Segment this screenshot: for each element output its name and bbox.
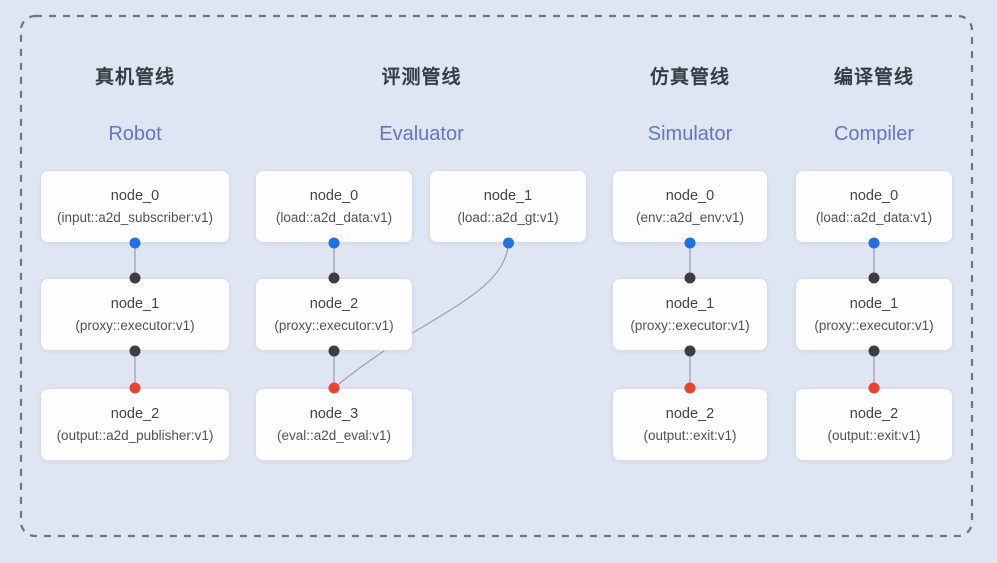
node-box-robot-node-0: node_0 (input::a2d_subscriber:v1) bbox=[40, 170, 230, 243]
node-box-robot-node-2: node_2 (output::a2d_publisher:v1) bbox=[40, 388, 230, 461]
node-box-evaluator-node-2: node_2 (proxy::executor:v1) bbox=[255, 278, 413, 351]
node-type: (output::a2d_publisher:v1) bbox=[56, 427, 214, 443]
node-box-robot-node-1: node_1 (proxy::executor:v1) bbox=[40, 278, 230, 351]
node-box-simulator-node-0: node_0 (env::a2d_env:v1) bbox=[612, 170, 768, 243]
node-title: node_2 bbox=[849, 405, 899, 422]
node-box-compiler-node-0: node_0 (load::a2d_data:v1) bbox=[795, 170, 953, 243]
node-title: node_0 bbox=[309, 187, 359, 204]
node-type: (proxy::executor:v1) bbox=[630, 317, 750, 333]
node-title: node_1 bbox=[849, 295, 899, 312]
node-box-evaluator-node-1: node_1 (load::a2d_gt:v1) bbox=[429, 170, 587, 243]
pipeline-title-cn-simulator: 仿真管线 bbox=[649, 67, 730, 88]
node-type: (load::a2d_data:v1) bbox=[275, 209, 393, 225]
node-box-evaluator-node-0: node_0 (load::a2d_data:v1) bbox=[255, 170, 413, 243]
node-box-simulator-node-2: node_2 (output::exit:v1) bbox=[612, 388, 768, 461]
pipeline-title-en-compiler: Compiler bbox=[833, 123, 915, 145]
node-title: node_2 bbox=[665, 405, 715, 422]
node-title: node_1 bbox=[665, 295, 715, 312]
node-title: node_2 bbox=[309, 295, 359, 312]
node-box-evaluator-node-3: node_3 (eval::a2d_eval:v1) bbox=[255, 388, 413, 461]
pipeline-title-en-evaluator: Evaluator bbox=[379, 123, 464, 145]
node-type: (eval::a2d_eval:v1) bbox=[276, 427, 392, 443]
pipeline-title-cn-compiler: 编译管线 bbox=[833, 67, 914, 88]
pipeline-title-en-simulator: Simulator bbox=[647, 123, 733, 145]
pipeline-title-cn-evaluator: 评测管线 bbox=[381, 67, 462, 88]
node-type: (output::exit:v1) bbox=[827, 427, 921, 443]
node-type: (load::a2d_data:v1) bbox=[815, 209, 933, 225]
node-title: node_3 bbox=[309, 405, 359, 422]
node-title: node_0 bbox=[110, 187, 160, 204]
node-box-compiler-node-1: node_1 (proxy::executor:v1) bbox=[795, 278, 953, 351]
node-type: (load::a2d_gt:v1) bbox=[457, 209, 559, 225]
node-title: node_0 bbox=[665, 187, 715, 204]
pipeline-title-en-robot: Robot bbox=[108, 123, 162, 145]
node-type: (proxy::executor:v1) bbox=[75, 317, 195, 333]
node-title: node_1 bbox=[110, 295, 160, 312]
node-title: node_2 bbox=[110, 405, 160, 422]
node-type: (output::exit:v1) bbox=[643, 427, 737, 443]
pipeline-title-cn-robot: 真机管线 bbox=[94, 67, 175, 88]
node-title: node_1 bbox=[483, 187, 533, 204]
node-type: (input::a2d_subscriber:v1) bbox=[56, 209, 214, 225]
node-box-simulator-node-1: node_1 (proxy::executor:v1) bbox=[612, 278, 768, 351]
node-type: (env::a2d_env:v1) bbox=[635, 209, 745, 225]
node-box-compiler-node-2: node_2 (output::exit:v1) bbox=[795, 388, 953, 461]
node-type: (proxy::executor:v1) bbox=[814, 317, 934, 333]
node-type: (proxy::executor:v1) bbox=[274, 317, 394, 333]
node-title: node_0 bbox=[849, 187, 899, 204]
